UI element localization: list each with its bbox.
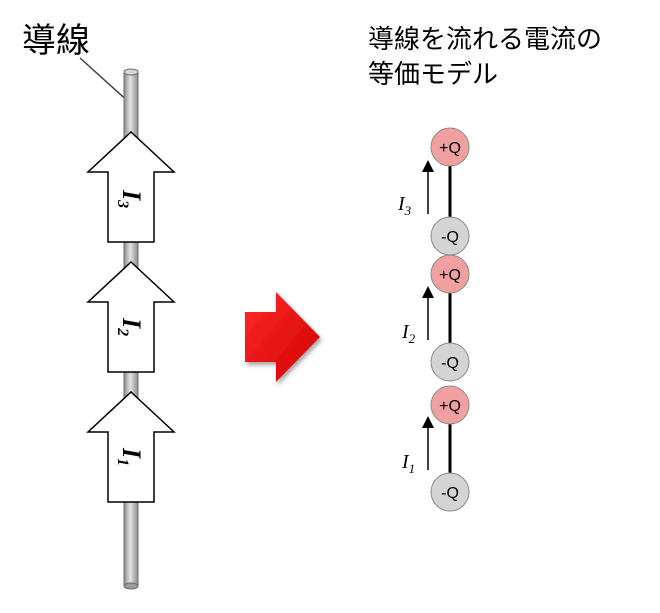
current-arrow-i2: I2 bbox=[86, 260, 176, 373]
wire-label-leader bbox=[79, 57, 131, 104]
current-label-1-subscript: 1 bbox=[409, 461, 416, 476]
arrow-i2-subscript: 2 bbox=[114, 327, 131, 336]
positive-charge-3-label: +Q bbox=[439, 140, 461, 157]
svg-text:I3: I3 bbox=[397, 193, 412, 218]
current-label-1-symbol: I bbox=[401, 451, 410, 473]
arrow-i3-symbol: I bbox=[117, 189, 146, 201]
svg-text:I3: I3 bbox=[114, 189, 146, 208]
current-label-3-symbol: I bbox=[397, 193, 406, 215]
negative-charge-1 bbox=[430, 472, 470, 512]
svg-text:I1: I1 bbox=[114, 447, 146, 466]
positive-charge-1-label: +Q bbox=[439, 398, 461, 415]
positive-charge-1 bbox=[430, 385, 470, 425]
negative-charge-2-label: -Q bbox=[441, 355, 459, 372]
current-label-2-subscript: 2 bbox=[409, 331, 416, 346]
wire-label: 導線 bbox=[22, 21, 90, 61]
positive-charge-3 bbox=[430, 127, 470, 167]
current-label-3-subscript: 3 bbox=[404, 203, 412, 218]
positive-charge-2-label: +Q bbox=[439, 267, 461, 284]
arrow-i2-symbol: I bbox=[117, 317, 146, 329]
arrow-i1-symbol: I bbox=[117, 447, 146, 459]
arrow-i3-subscript: 3 bbox=[114, 199, 131, 208]
svg-text:I2: I2 bbox=[114, 317, 146, 336]
negative-charge-1-label: -Q bbox=[441, 485, 459, 502]
current-label-2-symbol: I bbox=[401, 321, 410, 343]
model-title-line2: 等価モデル bbox=[368, 60, 498, 90]
svg-text:I1: I1 bbox=[401, 451, 415, 476]
negative-charge-2 bbox=[430, 342, 470, 382]
transition-arrow bbox=[245, 292, 320, 382]
negative-charge-3-label: -Q bbox=[441, 229, 459, 246]
arrow-i1-subscript: 1 bbox=[114, 458, 131, 466]
svg-text:I2: I2 bbox=[401, 321, 416, 346]
model-title-line1: 導線を流れる電流の bbox=[368, 25, 602, 55]
positive-charge-2 bbox=[430, 254, 470, 294]
current-arrow-i1: I1 bbox=[86, 390, 176, 503]
current-arrow-i3: I3 bbox=[86, 130, 176, 243]
